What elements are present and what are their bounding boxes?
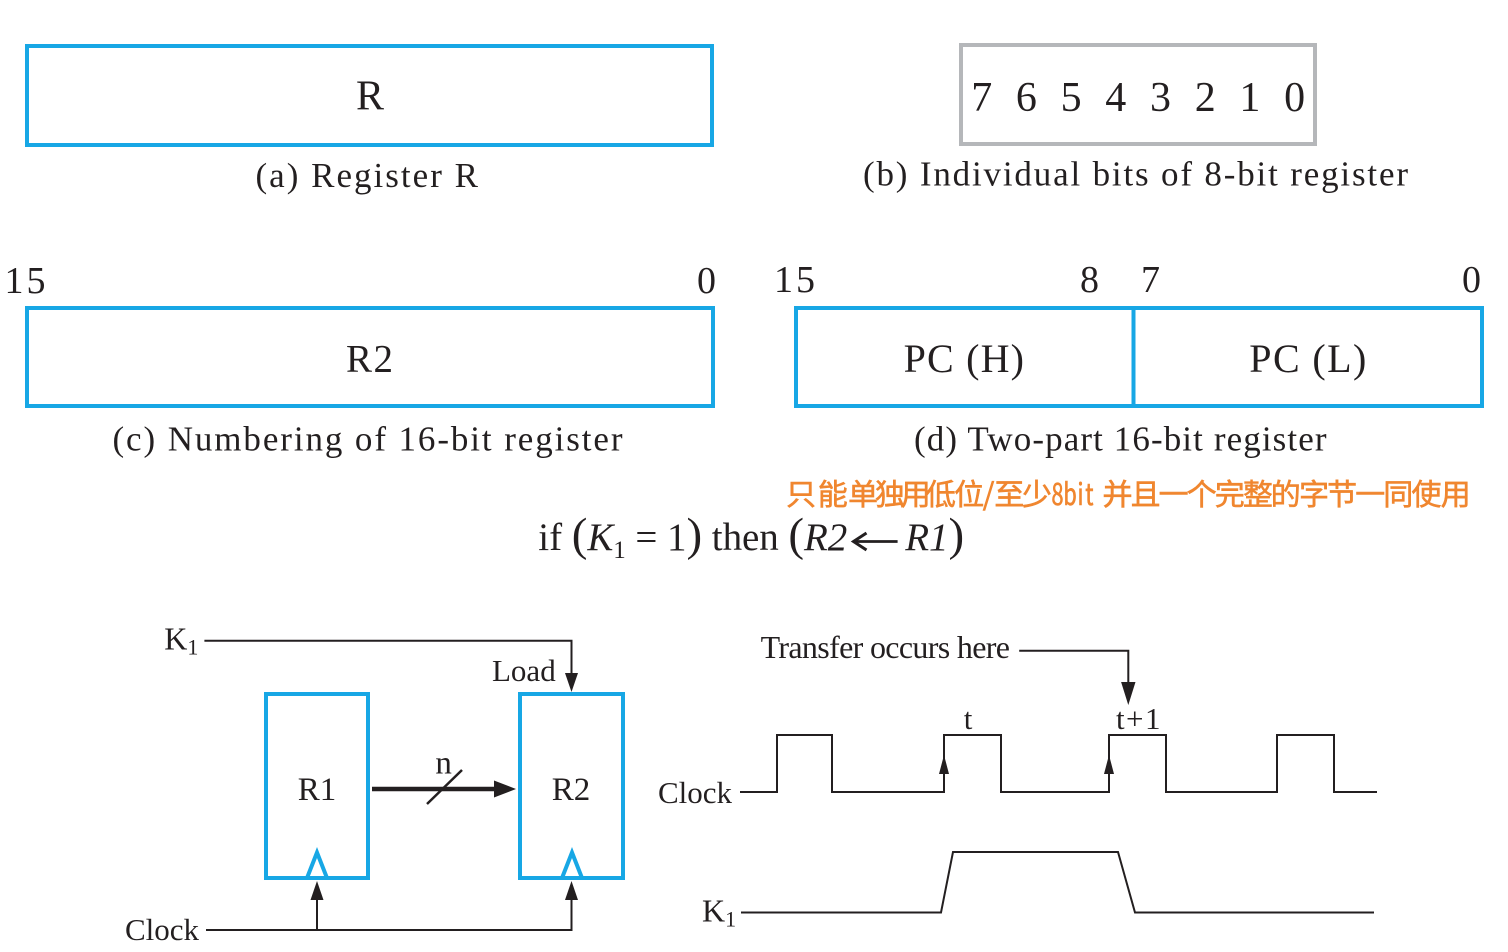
svg-text:if (K1 = 1) then (R2: if (K1 = 1) then (R2 xyxy=(538,509,847,564)
svg-text:6: 6 xyxy=(1016,75,1037,121)
svg-text:R2: R2 xyxy=(552,772,591,808)
svg-text:K1: K1 xyxy=(702,893,736,932)
svg-text:Clock: Clock xyxy=(125,912,200,947)
svg-text:t: t xyxy=(964,701,973,736)
svg-text:R1: R1 xyxy=(298,772,337,808)
svg-text:(a) Register R: (a) Register R xyxy=(256,156,479,195)
svg-text:15: 15 xyxy=(5,260,46,302)
svg-text:Transfer occurs here: Transfer occurs here xyxy=(761,629,1010,665)
svg-text:(c) Numbering of 16-bit regist: (c) Numbering of 16-bit register xyxy=(113,420,623,459)
svg-text:PC (H): PC (H) xyxy=(904,336,1024,381)
svg-text:R: R xyxy=(356,74,384,120)
svg-text:3: 3 xyxy=(1150,75,1171,121)
svg-text:7: 7 xyxy=(971,75,992,121)
svg-text:15: 15 xyxy=(774,259,815,301)
svg-text:0: 0 xyxy=(697,260,716,302)
svg-text:R2: R2 xyxy=(346,338,393,381)
svg-text:Clock: Clock xyxy=(658,775,733,810)
svg-text:0: 0 xyxy=(1462,259,1481,301)
svg-text:1: 1 xyxy=(1239,75,1260,121)
svg-text:n: n xyxy=(435,746,452,782)
svg-text:(b) Individual bits of 8-bit r: (b) Individual bits of 8-bit register xyxy=(863,155,1408,194)
svg-text:4: 4 xyxy=(1105,75,1126,121)
svg-text:5: 5 xyxy=(1061,75,1082,121)
svg-text:R1): R1) xyxy=(904,509,964,561)
svg-text:8: 8 xyxy=(1080,259,1099,301)
svg-text:(d) Two-part 16-bit register: (d) Two-part 16-bit register xyxy=(914,420,1327,459)
svg-text:7: 7 xyxy=(1141,259,1160,301)
svg-text:t+1: t+1 xyxy=(1116,701,1162,736)
svg-text:PC (L): PC (L) xyxy=(1249,336,1366,381)
svg-text:2: 2 xyxy=(1195,75,1216,121)
svg-text:Load: Load xyxy=(492,653,556,688)
svg-text:K1: K1 xyxy=(164,621,198,660)
svg-text:0: 0 xyxy=(1284,75,1305,121)
